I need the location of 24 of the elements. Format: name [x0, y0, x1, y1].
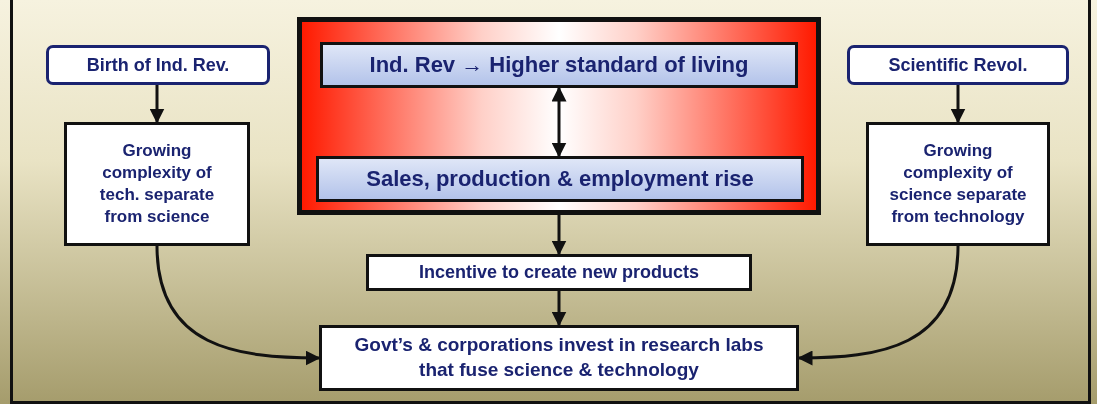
box-text: Sales, production & employment rise [366, 166, 754, 192]
process-box [316, 156, 804, 202]
arrow [551, 86, 567, 158]
title-box [46, 45, 270, 85]
highlight-panel [297, 17, 821, 215]
arrow [797, 245, 960, 366]
box-text: Birth of Ind. Rev. [86, 54, 230, 76]
arrow [950, 85, 966, 124]
box-text: Growing complexity of tech. separate from science [98, 139, 216, 229]
box-text: Incentive to create new products [418, 262, 700, 283]
arrow [155, 245, 321, 366]
box-text: Govt’s & corporations invest in research labs that fuse science & technology [353, 333, 765, 382]
arrow [149, 85, 165, 124]
process-box [866, 122, 1050, 246]
arrow [551, 215, 567, 256]
box-text: Ind. Rev → Higher standard of living [369, 52, 749, 78]
box-text: Growing complexity of science separate from technology [888, 139, 1028, 229]
process-box [366, 254, 752, 291]
box-text: Scientific Revol. [888, 54, 1028, 76]
process-box [319, 325, 799, 391]
arrow [551, 291, 567, 327]
title-box [847, 45, 1069, 85]
process-box [320, 42, 798, 88]
process-box [64, 122, 250, 246]
